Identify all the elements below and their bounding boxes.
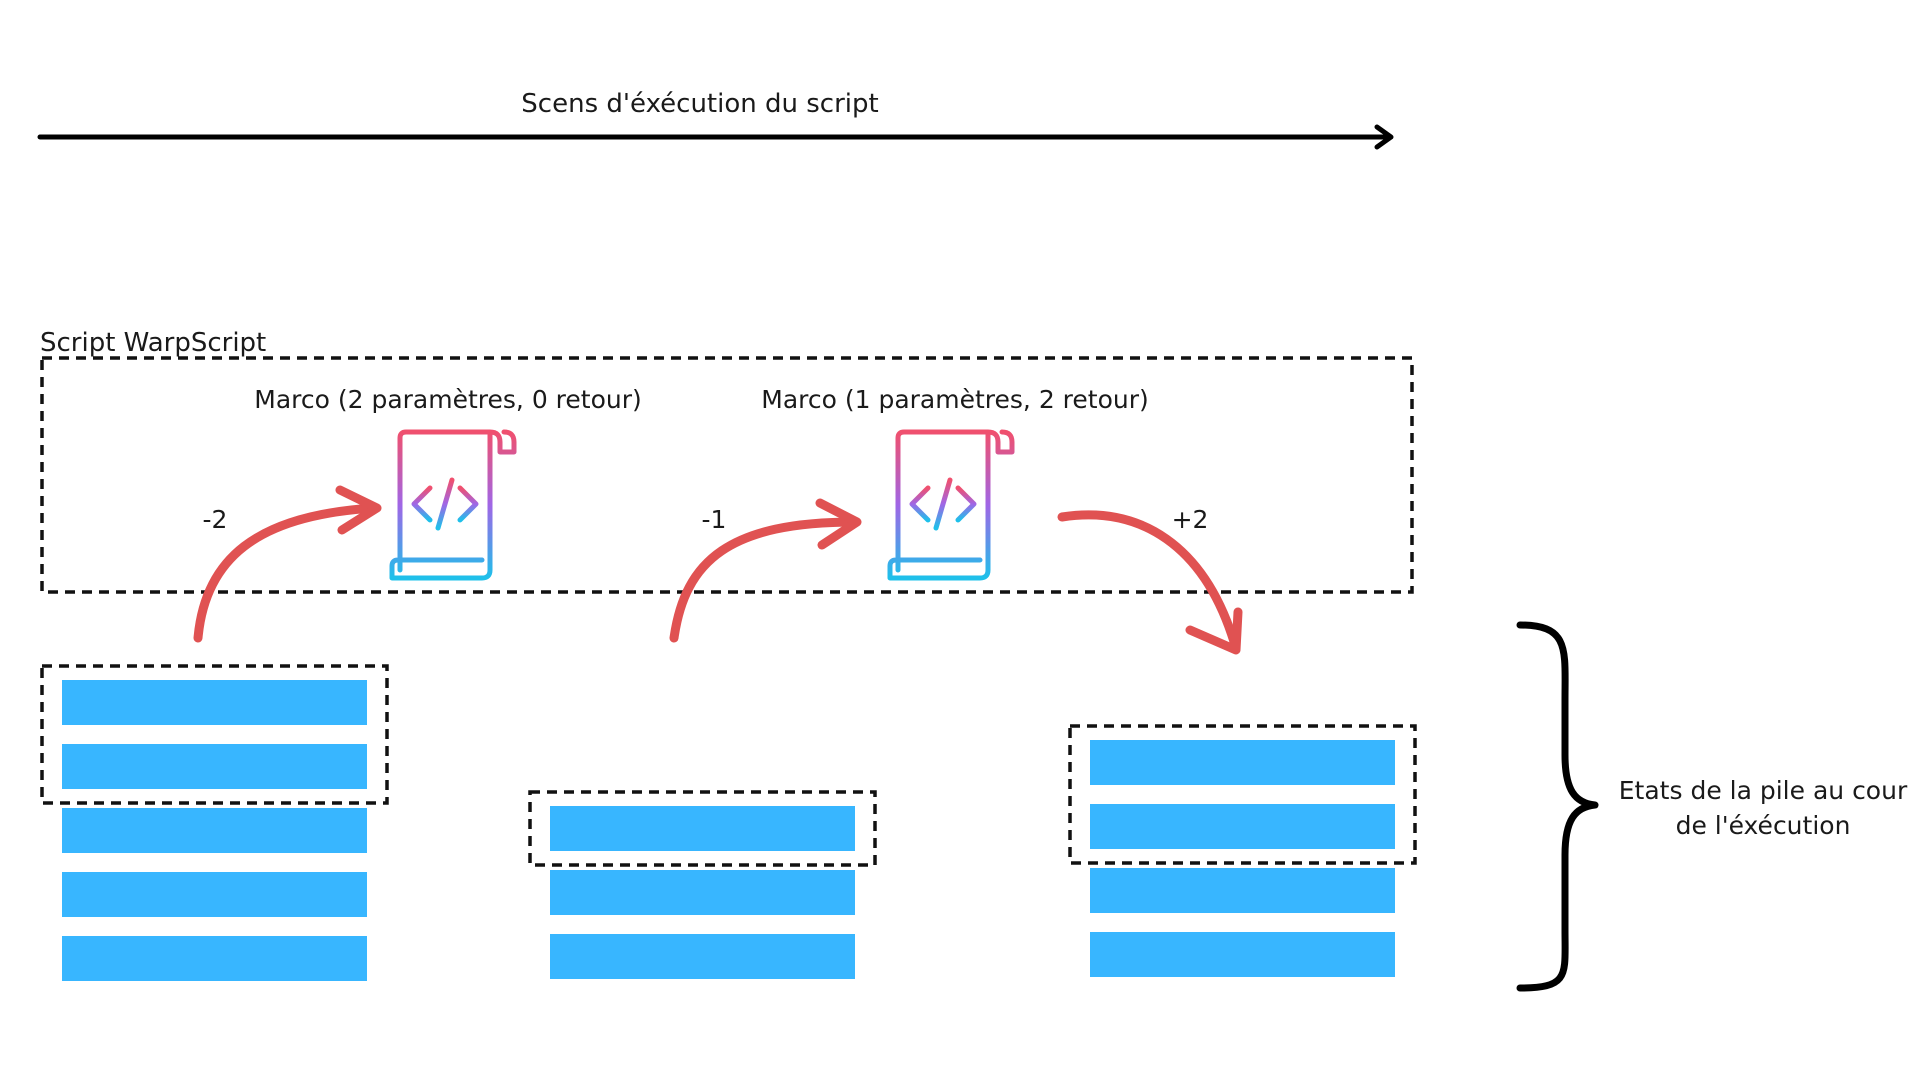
stack-3: [1068, 724, 1417, 977]
stack-item: [62, 808, 367, 853]
stack-item: [550, 934, 855, 979]
stack-highlight-box: [528, 790, 877, 867]
stack-item: [62, 872, 367, 917]
stack-highlight-box: [40, 664, 389, 805]
arrow-label: -1: [702, 505, 727, 534]
arrow-label: -2: [203, 505, 228, 534]
timeline-arrow-head: [1374, 124, 1394, 150]
brace-label-line1: Etats de la pile au cour: [1619, 776, 1908, 805]
stack-1: [40, 664, 389, 981]
stack-item: [62, 936, 367, 981]
script-box-label: Script WarpScript: [40, 328, 266, 358]
timeline: Scens d'éxécution du script: [37, 89, 1394, 150]
stack-item: [550, 806, 855, 851]
arrow-2: -1: [669, 498, 862, 643]
arrow-label: +2: [1172, 505, 1209, 534]
brace-label-line2: de l'éxécution: [1676, 811, 1851, 840]
stack-item: [62, 680, 367, 725]
stack-item: [1090, 932, 1395, 977]
macro-2: Marco (1 paramètres, 2 retour): [761, 385, 1149, 581]
stack-item: [1090, 868, 1395, 913]
code-scroll-icon: [389, 429, 517, 581]
stack-item: [62, 744, 367, 789]
script-box-border: [40, 356, 1414, 594]
stack-2: [528, 790, 877, 979]
stack-states: [40, 664, 1417, 981]
script-box: Script WarpScript: [40, 328, 1414, 594]
code-scroll-icon: [887, 429, 1015, 581]
macro-title: Marco (2 paramètres, 0 retour): [254, 385, 642, 414]
stack-item: [550, 870, 855, 915]
arrow-1: -2: [193, 485, 382, 643]
arrow-3: +2: [1057, 505, 1243, 655]
stack-item: [1090, 740, 1395, 785]
stack-item: [1090, 804, 1395, 849]
curly-brace: [1516, 621, 1599, 992]
macro-1: Marco (2 paramètres, 0 retour): [254, 385, 642, 581]
macro-title: Marco (1 paramètres, 2 retour): [761, 385, 1149, 414]
timeline-label: Scens d'éxécution du script: [521, 89, 878, 119]
stack-states-brace: Etats de la pile au cour de l'éxécution: [1516, 621, 1908, 992]
stack-highlight-box: [1068, 724, 1417, 865]
